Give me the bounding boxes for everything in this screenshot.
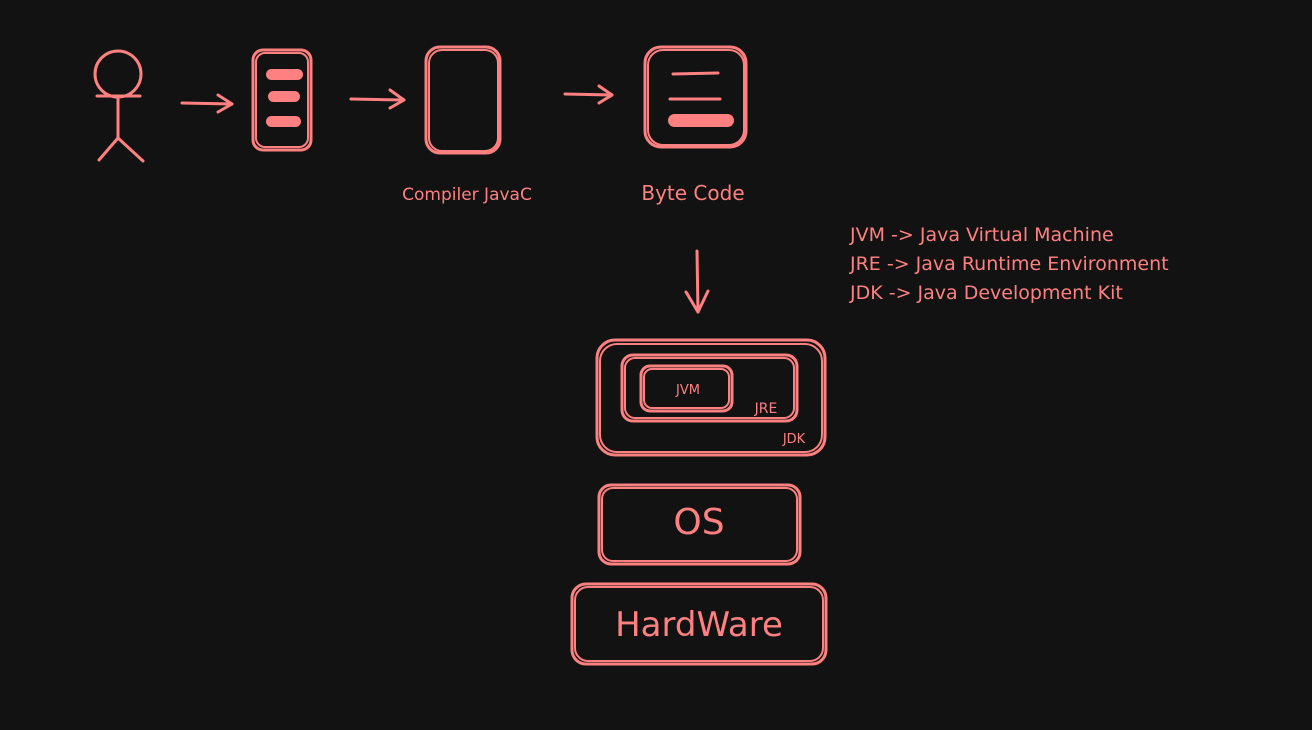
arrow-right-1: [180, 93, 234, 114]
jdk-box: [595, 338, 827, 457]
jre-label: JRE: [754, 401, 778, 417]
arrow-right-3: [563, 84, 614, 105]
legend-line-jre: JRE -> Java Runtime Environment: [849, 253, 1169, 275]
compiler-label: Compiler JavaC: [402, 185, 532, 205]
jre-box: [620, 353, 799, 423]
legend: JVM -> Java Virtual Machine JRE -> Java …: [849, 224, 1169, 304]
hardware-label: HardWare: [615, 605, 783, 645]
legend-line-jdk: JDK -> Java Development Kit: [849, 282, 1123, 304]
jvm-label: JVM: [675, 383, 700, 398]
bytecode-label: Byte Code: [641, 181, 744, 205]
arrow-down: [684, 249, 710, 314]
jvm-box: [639, 364, 734, 413]
os-box: [597, 483, 802, 566]
bytecode-file-icon: [643, 45, 748, 149]
developer-figure-icon: [93, 49, 145, 163]
hardware-box: [570, 582, 828, 666]
os-label: OS: [673, 502, 724, 543]
arrow-right-2: [349, 88, 406, 110]
legend-line-jvm: JVM -> Java Virtual Machine: [849, 224, 1114, 246]
source-file-icon: [251, 48, 313, 152]
jdk-label: JDK: [782, 432, 806, 447]
compiler-box: [424, 45, 502, 155]
